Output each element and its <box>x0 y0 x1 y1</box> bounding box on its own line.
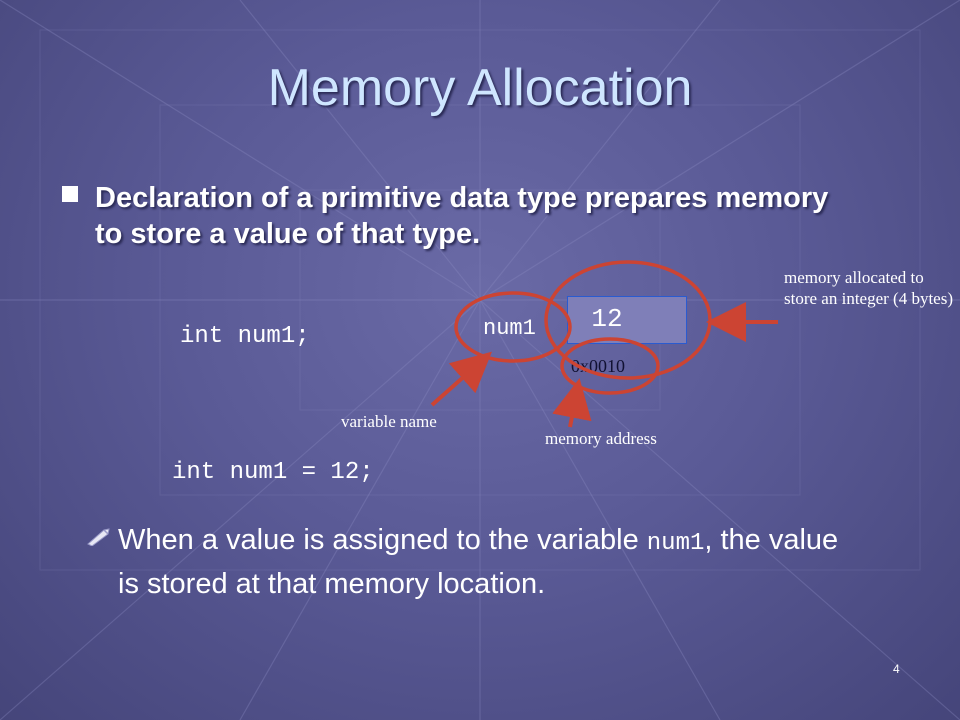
arrow-memory-address <box>552 378 592 428</box>
page-number: 4 <box>893 662 900 676</box>
memory-address-annotation: memory address <box>545 429 657 448</box>
slide-title: Memory Allocation <box>267 59 693 117</box>
sub-bullet-code: num1 <box>646 530 705 557</box>
sub-bullet-part2: , the value is stored at that memory loc… <box>118 524 839 600</box>
pen-bullet-icon <box>87 528 110 546</box>
sub-bullet-part1: When a value is assigned to the variable <box>118 524 647 556</box>
arrow-variable-name <box>430 351 492 407</box>
memory-allocated-annotation: memory allocated to store an integer (4 … <box>784 268 953 308</box>
variable-name-label: num1 <box>483 316 536 341</box>
sub-bullet: When a value is assigned to the variable… <box>86 520 866 604</box>
main-bullet-text: Declaration of a primitive data type pre… <box>95 182 829 250</box>
code-assignment: int num1 = 12; <box>172 459 374 486</box>
square-bullet-icon <box>62 186 78 202</box>
main-bullet: Declaration of a primitive data type pre… <box>62 180 862 252</box>
code-declaration: int num1; <box>180 323 310 350</box>
variable-name-annotation: variable name <box>341 412 437 431</box>
memory-cell-value: 12 <box>591 304 623 334</box>
sub-bullet-text: When a value is assigned to the variable… <box>86 520 866 604</box>
memory-address-value: 0x0010 <box>571 356 625 376</box>
